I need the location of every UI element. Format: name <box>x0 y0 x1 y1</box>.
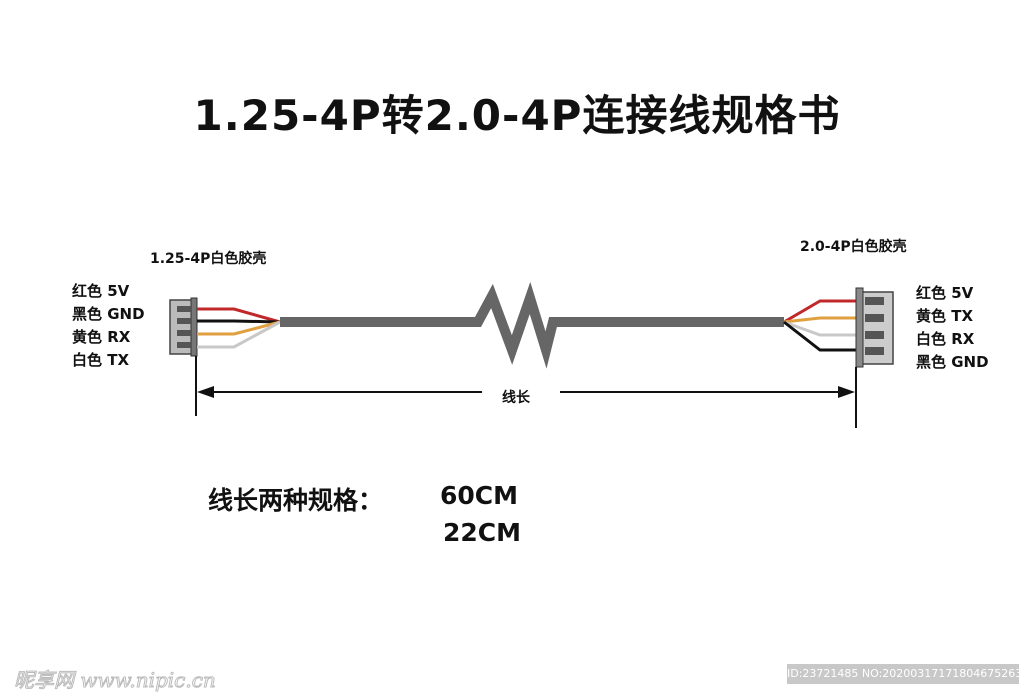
right-wire-black <box>783 320 857 352</box>
watermark-id: ID:23721485 NO:20200317171804675263 <box>787 664 1022 684</box>
right-connector-label: 2.0-4P白色胶壳 <box>800 239 907 255</box>
left-connector <box>169 297 198 357</box>
left-wire-yellow <box>197 320 281 336</box>
right-wire-white <box>783 320 857 337</box>
right-pin-4: 黑色 GND <box>916 353 989 371</box>
page-title: 1.25-4P转2.0-4P连接线规格书 <box>193 91 841 140</box>
spec-label: 线长两种规格： <box>208 486 384 515</box>
right-pin-2: 黄色 TX <box>916 307 974 325</box>
cable <box>280 281 784 369</box>
watermark-site: 昵享网 www.nipic.cn <box>14 668 217 693</box>
left-pin-3: 黄色 RX <box>72 328 131 346</box>
dimension-label: 线长 <box>502 390 530 406</box>
left-connector-label: 1.25-4P白色胶壳 <box>150 251 267 267</box>
spec-value-60: 60CM <box>440 481 519 510</box>
left-wire-red <box>197 307 281 324</box>
arrow-left-icon <box>197 386 214 398</box>
right-pin-3: 白色 RX <box>916 330 975 348</box>
left-pin-4: 白色 TX <box>72 351 130 369</box>
right-wire-red <box>783 299 857 324</box>
right-connector <box>855 287 894 368</box>
left-pin-list: 红色 5V 黑色 GND 黄色 RX 白色 TX <box>72 280 145 372</box>
right-pin-1: 红色 5V <box>916 284 974 302</box>
arrow-right-icon <box>838 386 855 398</box>
left-wire-white <box>197 320 281 349</box>
length-dimension <box>195 356 857 428</box>
right-wire-yellow <box>783 316 857 324</box>
left-pin-2: 黑色 GND <box>72 305 145 323</box>
left-pin-1: 红色 5V <box>72 282 130 300</box>
right-pin-list: 红色 5V 黄色 TX 白色 RX 黑色 GND <box>916 282 989 374</box>
left-wire-black <box>197 319 281 324</box>
spec-value-22: 22CM <box>443 518 522 547</box>
